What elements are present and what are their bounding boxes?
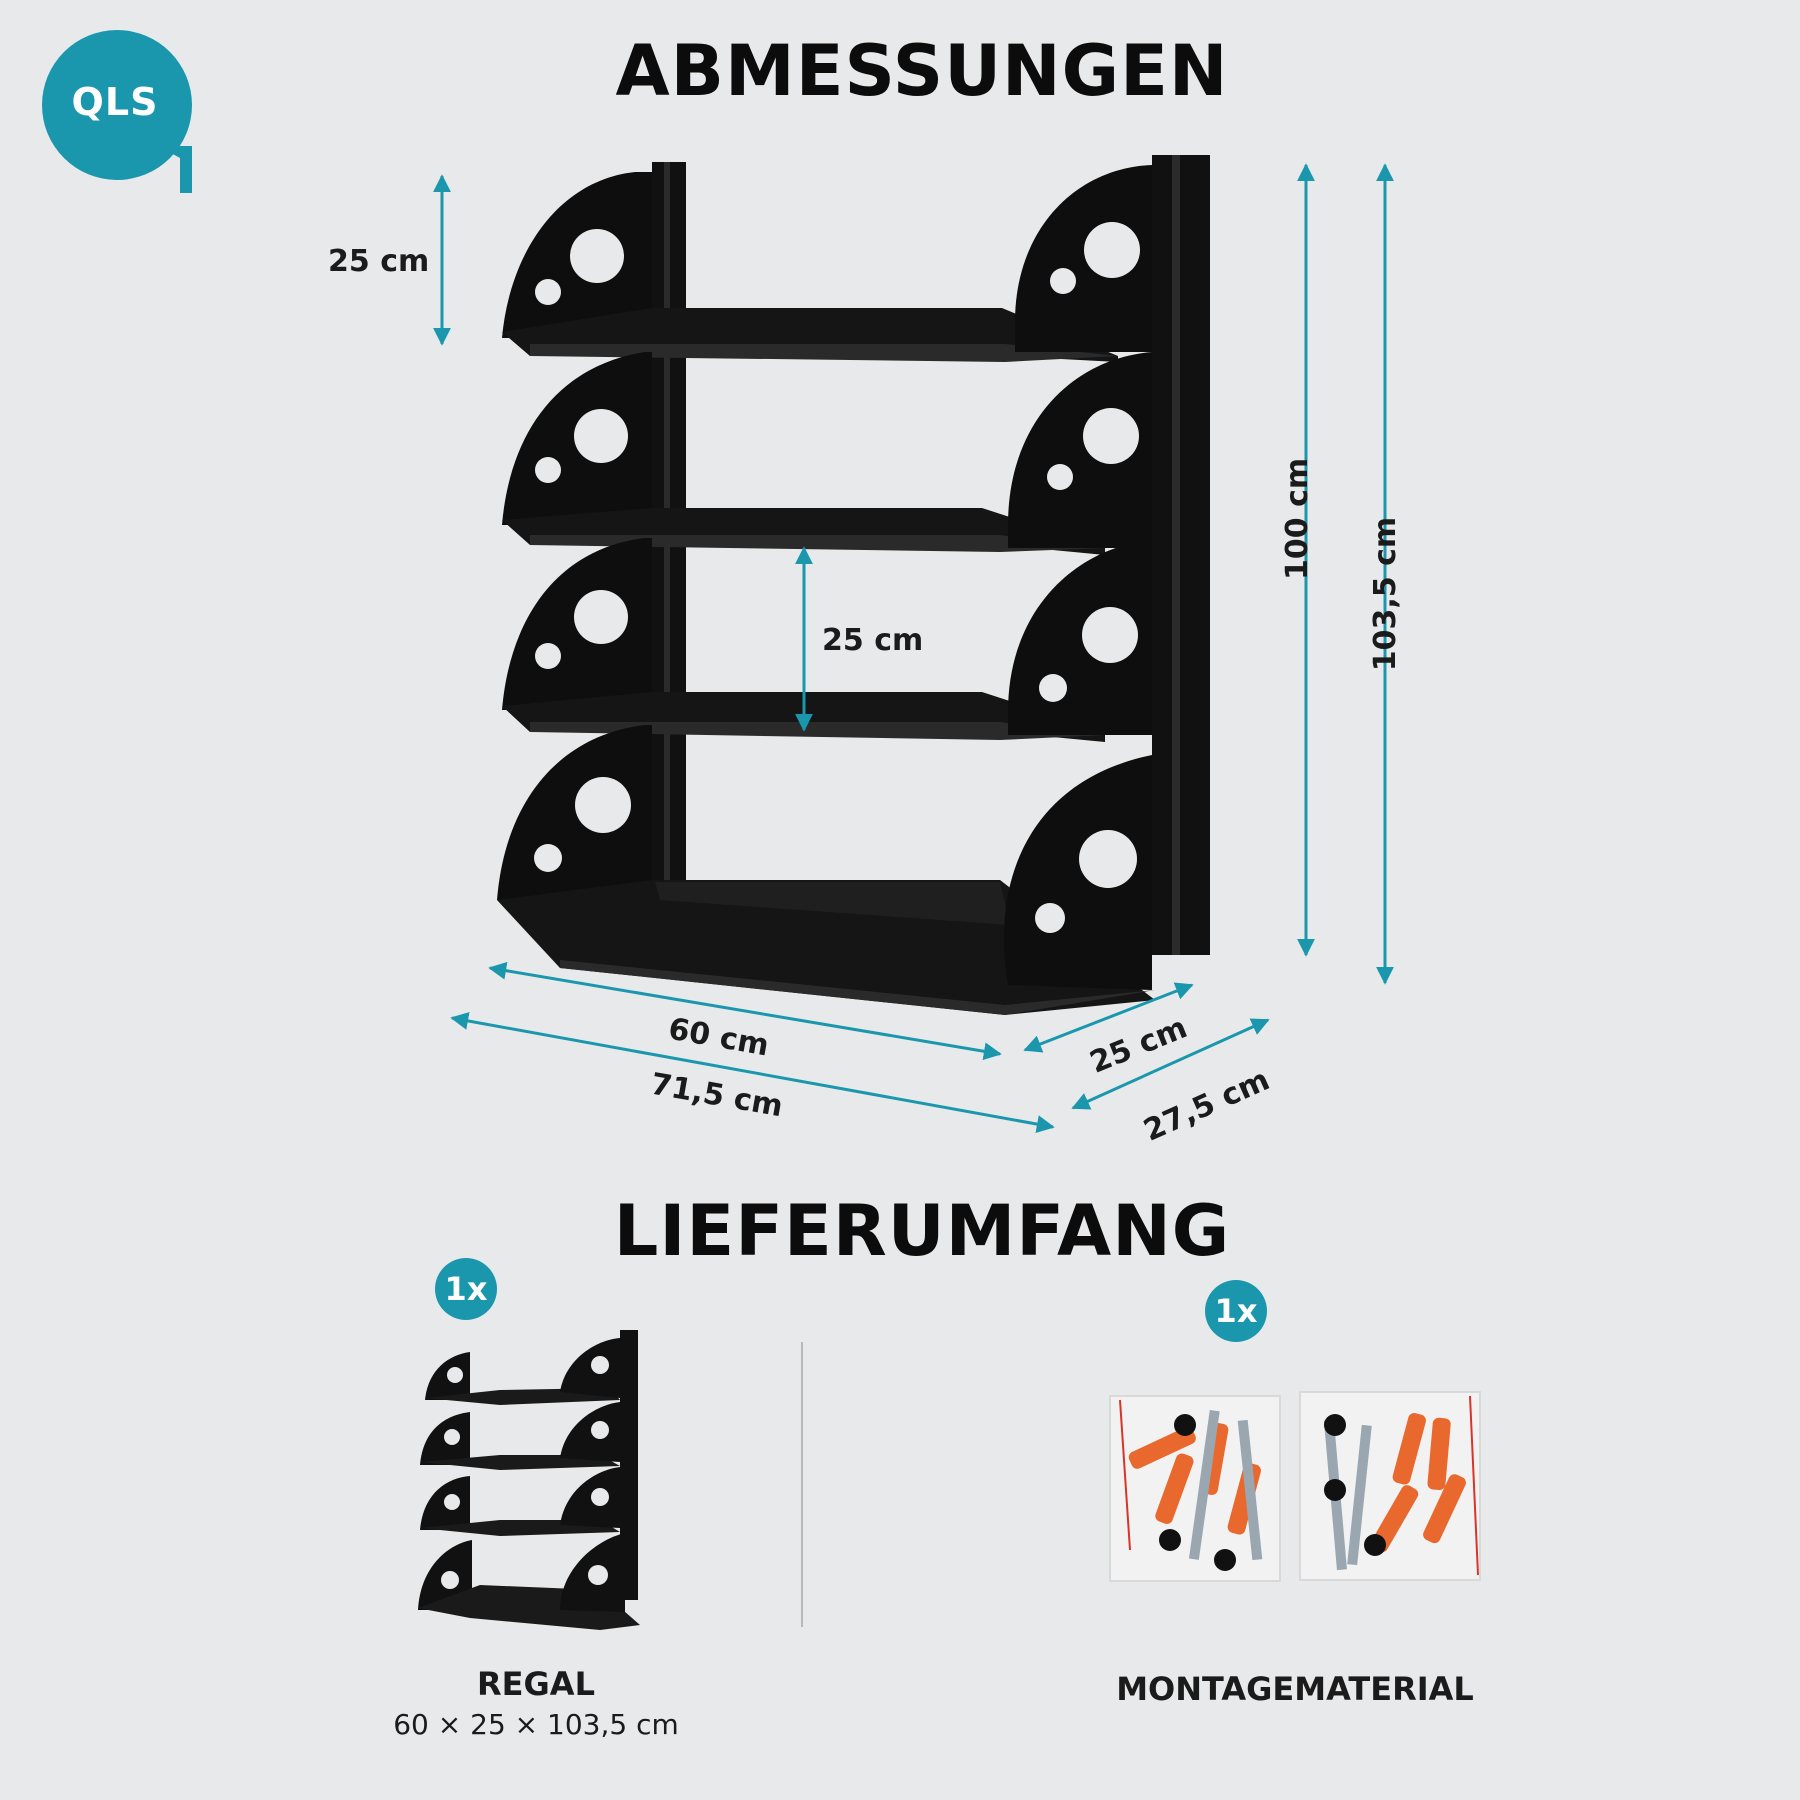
shelf-tier-3	[502, 538, 1152, 742]
hardware-bags-icon	[1109, 1391, 1481, 1582]
dimension-lines	[433, 163, 1394, 1133]
shelf-tier-1	[502, 165, 1152, 362]
montagematerial-name: MONTAGEMATERIAL	[1116, 1670, 1474, 1708]
wall-rail-right	[1152, 155, 1210, 955]
logo-text: QLS	[71, 80, 159, 124]
regal-dimensions: 60 × 25 × 103,5 cm	[393, 1708, 679, 1741]
delivery-title: LIEFERUMFANG	[613, 1190, 1231, 1272]
top-spacing-label: 25 cm	[328, 244, 430, 279]
dimensions-title: ABMESSUNGEN	[615, 30, 1229, 112]
depth-inner-line	[1023, 982, 1194, 1053]
height-inner-label: 100 cm	[1280, 457, 1315, 580]
shelf-spacing-label: 25 cm	[822, 623, 924, 658]
shelf-tier-4	[497, 725, 1155, 1015]
depth-total-line	[1071, 1018, 1270, 1110]
height-total-label: 103,5 cm	[1368, 516, 1403, 672]
shelf-thumbnail-icon	[418, 1330, 640, 1630]
regal-quantity-badge: 1x	[435, 1258, 497, 1320]
width-total-line	[450, 1012, 1055, 1133]
qls-logo-icon	[42, 30, 192, 193]
shelf-tier-2	[502, 352, 1152, 555]
section-divider	[801, 1342, 803, 1627]
montagematerial-quantity-badge: 1x	[1205, 1280, 1267, 1342]
regal-name: REGAL	[477, 1665, 595, 1703]
